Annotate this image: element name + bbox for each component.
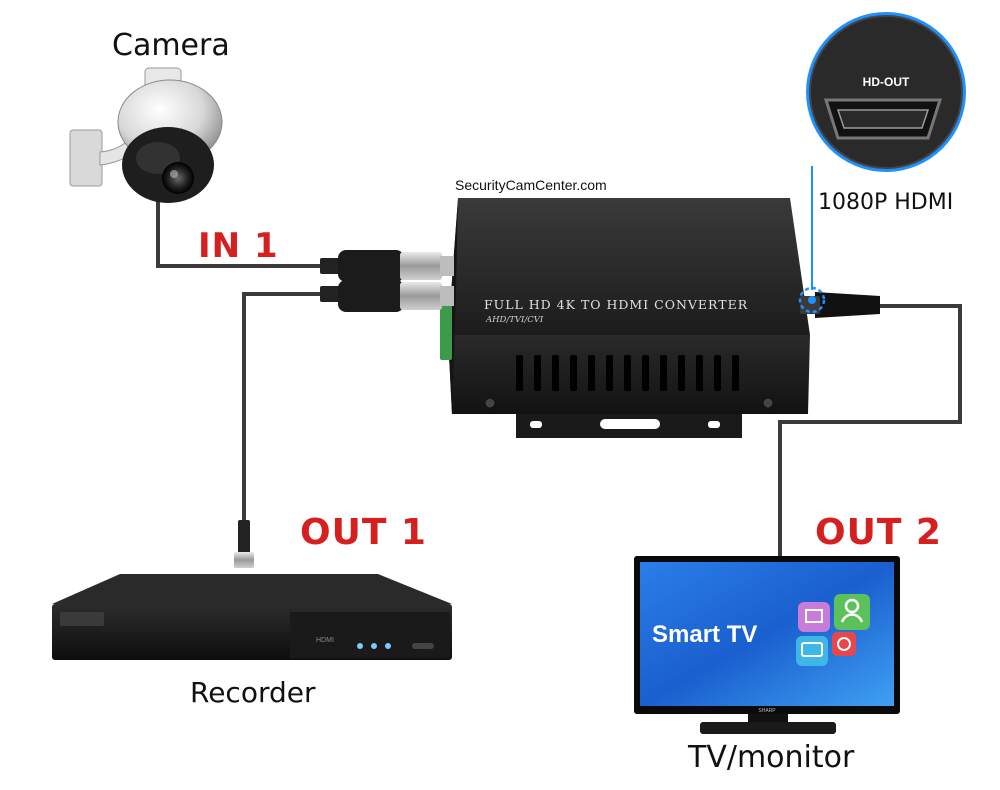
tv-device bbox=[634, 556, 900, 734]
recorder-device bbox=[52, 520, 452, 660]
recorder-badge: HDMI bbox=[316, 637, 334, 644]
hdmi-port-label: HD-OUT bbox=[863, 75, 910, 89]
out2-label: OUT 2 bbox=[815, 512, 942, 553]
contacts-app-icon bbox=[834, 594, 870, 630]
converter-front-subtext: AHD/TVI/CVI bbox=[485, 315, 544, 325]
camera-icon bbox=[69, 67, 223, 203]
video-app-icon bbox=[832, 632, 856, 656]
bnc-connector-out1 bbox=[320, 280, 454, 312]
camera-label: Camera bbox=[112, 28, 230, 63]
tv-label: TV/monitor bbox=[688, 740, 855, 775]
mail-app-icon bbox=[798, 602, 830, 632]
converter-box bbox=[440, 198, 810, 438]
callout-marker bbox=[798, 286, 826, 314]
hdmi-port-icon bbox=[823, 98, 943, 140]
recorder-label: Recorder bbox=[190, 676, 316, 709]
chat-app-icon bbox=[796, 636, 828, 666]
hdmi-port-callout bbox=[806, 12, 966, 172]
hdmi-plug bbox=[800, 292, 880, 318]
cable-in1 bbox=[156, 200, 345, 268]
watermark-text: SecurityCamCenter.com bbox=[455, 177, 607, 193]
out1-label: OUT 1 bbox=[300, 512, 427, 553]
bnc-connector-in1 bbox=[320, 250, 454, 282]
cable-out2 bbox=[778, 304, 962, 558]
tv-brand: SHARP bbox=[758, 708, 776, 714]
cable-out1 bbox=[242, 292, 345, 530]
converter-front-text: FULL HD 4K TO HDMI CONVERTER bbox=[484, 297, 748, 312]
hdmi-caption: 1080P HDMI bbox=[818, 190, 954, 215]
tv-screen-text: Smart TV bbox=[652, 621, 757, 648]
in1-label: IN 1 bbox=[198, 226, 279, 266]
